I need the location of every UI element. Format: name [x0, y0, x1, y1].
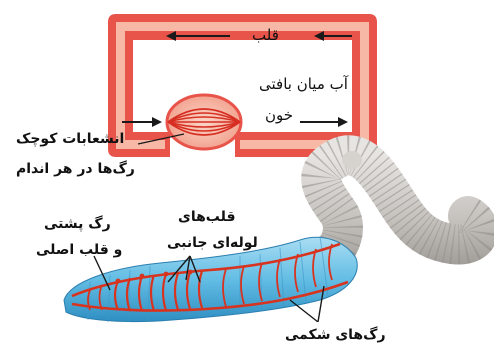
arrow-bottom-right [300, 117, 348, 127]
label-dorsal-vessel-2: و قلب اصلی [36, 243, 122, 257]
label-lateral-hearts-1: قلب‌های [178, 210, 236, 224]
label-blood: خون [265, 108, 293, 123]
label-small-branches: انشعابات کوچک [16, 132, 124, 146]
label-vessels-in-organs: رگ‌ها در هر اندام [16, 162, 135, 176]
label-lateral-hearts-2: لوله‌ای جانبی [167, 236, 258, 250]
label-dorsal-vessel-1: رگ پشتی [44, 217, 111, 231]
capillary-bed [167, 95, 241, 149]
label-ventral-vessels: رگ‌های شکمی [285, 328, 386, 342]
label-interstitial-fluid: آب میان بافتی [259, 77, 348, 92]
label-heart: قلب [252, 28, 279, 43]
